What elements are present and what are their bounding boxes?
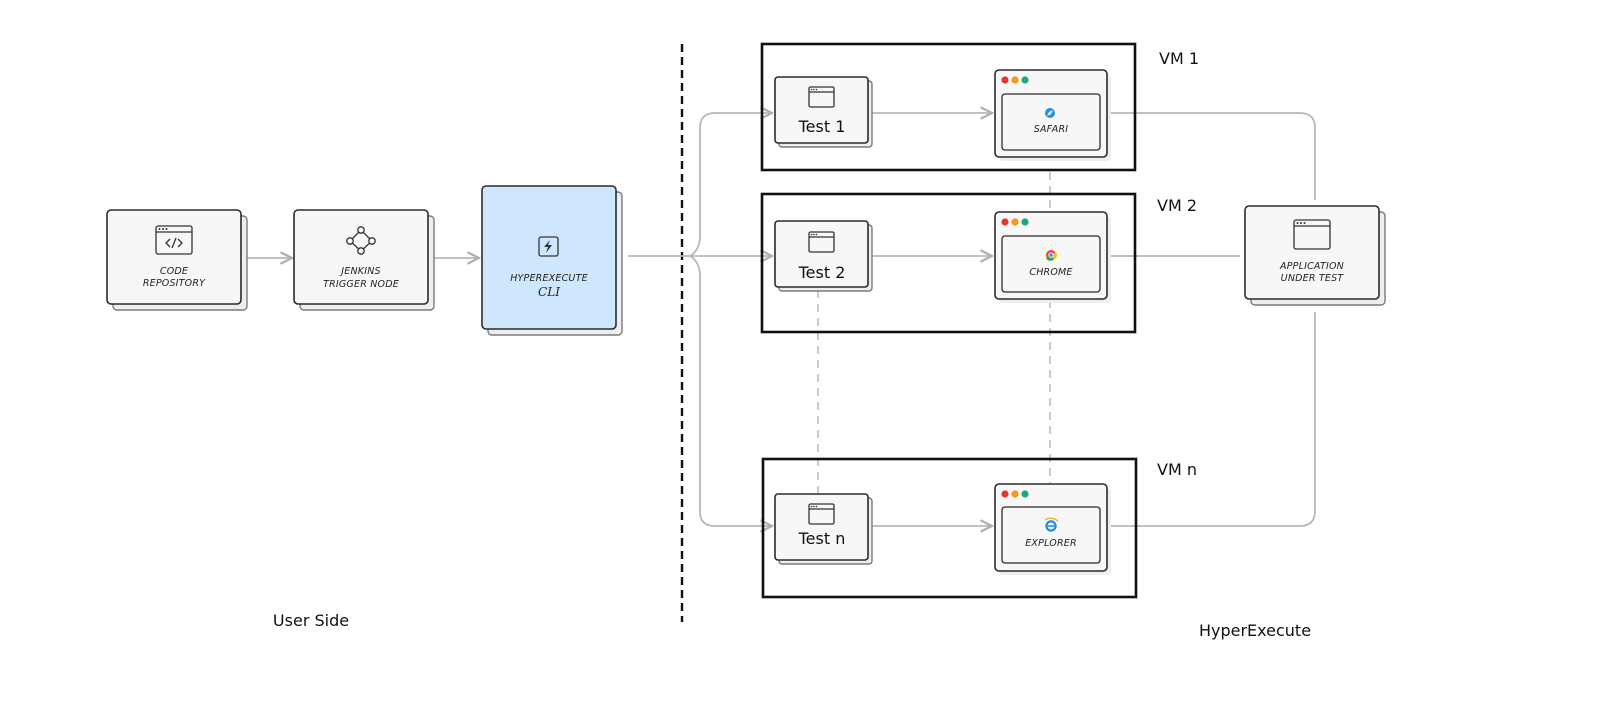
window-icon [808,231,835,253]
code-repository-line1: CODE [160,266,188,277]
vm-label-1: VM 1 [1159,49,1199,68]
test-browser-connectors [871,113,992,526]
browser-label-chrome: CHROME [1029,267,1072,278]
cli-line1: HYPEREXECUTE [510,273,588,284]
vm-box-2 [760,192,1137,334]
window-icon [808,86,835,108]
window-icon [808,503,835,525]
branch-connectors [689,113,772,526]
jenkins-line2: TRIGGER NODE [323,279,399,290]
jenkins-line1: JENKINS [339,266,380,277]
test-label-1: Test 1 [798,117,846,136]
explorer-icon [1044,517,1059,532]
app-connectors [1109,112,1316,527]
test-card-1: Test 1 [774,76,873,148]
browser-label-safari: SAFARI [1034,124,1069,135]
user-side-label: User Side [273,611,349,630]
application-under-test-node: APPLICATION UNDER TEST [1244,205,1386,306]
pipeline-nodes-icon [346,226,376,255]
hyperexecute-cli-node: HYPEREXECUTE CLI [481,185,623,336]
safari-icon [1045,108,1055,118]
browser-label-explorer: EXPLORER [1025,538,1077,549]
user-side-connectors [243,256,690,258]
hyperexecute-label: HyperExecute [1199,621,1311,640]
lightning-icon [538,236,559,257]
app-line2: UNDER TEST [1281,273,1345,284]
chrome-icon [1046,250,1057,261]
test-card-2: Test 2 [774,220,873,292]
browser-card-safari: SAFARI [994,69,1111,161]
vm-box-n [761,457,1138,599]
test-label-n: Test n [798,529,846,548]
app-line1: APPLICATION [1279,261,1344,272]
vm-label-2: VM 2 [1157,196,1197,215]
test-label-2: Test 2 [798,263,846,282]
test-card-n: Test n [774,493,873,565]
code-window-icon [155,225,193,255]
vm-box-1 [760,42,1137,172]
browser-card-chrome: CHROME [994,211,1111,303]
app-window-icon [1293,219,1331,250]
browser-card-explorer: EXPLORER [994,483,1111,575]
cli-line2: CLI [538,285,560,299]
vm-label-n: VM n [1157,460,1197,479]
code-repository-line2: REPOSITORY [143,278,206,289]
jenkins-trigger-node: JENKINS TRIGGER NODE [293,209,435,311]
vm-boxes [760,42,1138,599]
code-repository-node: CODE REPOSITORY [106,209,248,311]
